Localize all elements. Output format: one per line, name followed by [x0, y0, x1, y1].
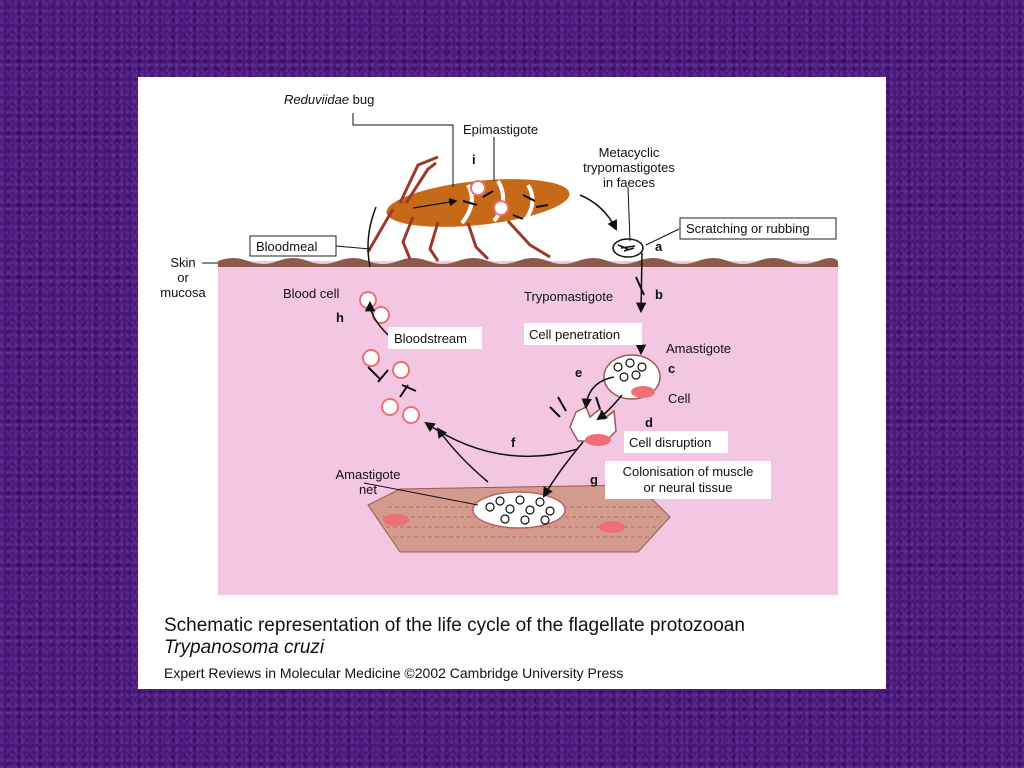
- caption-title: Schematic representation of the life cyc…: [164, 615, 745, 636]
- bug-label: Reduviidae bug: [284, 92, 374, 107]
- step-letter-a: a: [655, 239, 663, 254]
- amastigote-net-label-2: net: [359, 482, 377, 497]
- blood-cell-label: Blood cell: [283, 286, 339, 301]
- cell-penetration-box: [524, 323, 642, 345]
- metacyclic-label-2: trypomastigotes: [583, 160, 675, 175]
- slide-panel: Reduviidae bug Epimastigote Metacyclic t…: [138, 77, 886, 689]
- infected-cell: [603, 354, 661, 400]
- metacyclic-label-1: Metacyclic: [599, 145, 660, 160]
- step-letter-c: c: [668, 361, 675, 376]
- faeces-blob: [612, 238, 644, 258]
- life-cycle-diagram: Reduviidae bug Epimastigote Metacyclic t…: [160, 92, 838, 595]
- skin-label-1: Skin: [170, 255, 195, 270]
- step-letter-i: i: [472, 152, 476, 167]
- skin-label-2: or: [177, 270, 189, 285]
- step-letter-h: h: [336, 310, 344, 325]
- trypomastigote-label: Trypomastigote: [524, 289, 613, 304]
- step-letter-f: f: [511, 435, 516, 450]
- skin-surface: [218, 258, 838, 267]
- bug-suffix-text: bug: [349, 92, 374, 107]
- caption-species: Trypanosoma cruzi: [164, 637, 325, 658]
- skin-label-3: mucosa: [160, 285, 206, 300]
- cell-disruption-box: [624, 431, 728, 453]
- cell-penetration-label: Cell penetration: [529, 327, 620, 342]
- scratching-label: Scratching or rubbing: [686, 221, 810, 236]
- reduviidae-bug: [366, 155, 570, 262]
- caption-credit: Expert Reviews in Molecular Medicine ©20…: [164, 665, 624, 681]
- colonisation-label-2: or neural tissue: [644, 480, 733, 495]
- metacyclic-label-3: in faeces: [603, 175, 656, 190]
- amastigote-label: Amastigote: [666, 341, 731, 356]
- step-letter-b: b: [655, 287, 663, 302]
- amastigote-net-label-1: Amastigote: [335, 467, 400, 482]
- disrupted-cell: [549, 396, 617, 446]
- colonisation-box: [605, 461, 771, 499]
- bloodstream-cells: [359, 291, 420, 424]
- cell-disruption-label: Cell disruption: [629, 435, 711, 450]
- bug-genus-text: Reduviidae: [284, 92, 349, 107]
- epimastigote-label: Epimastigote: [463, 122, 538, 137]
- cell-label: Cell: [668, 391, 691, 406]
- bloodmeal-box: [249, 235, 337, 257]
- colonisation-label-1: Colonisation of muscle: [623, 464, 754, 479]
- step-letter-d: d: [645, 415, 653, 430]
- bloodmeal-label: Bloodmeal: [256, 239, 318, 254]
- muscle-fibre: [367, 484, 671, 553]
- figure-caption: Schematic representation of the life cyc…: [164, 615, 864, 681]
- bloodstream-label: Bloodstream: [394, 331, 467, 346]
- step-letter-g: g: [590, 472, 598, 487]
- step-letter-e: e: [575, 365, 582, 380]
- scratching-box: [679, 217, 837, 240]
- bloodstream-box: [388, 327, 482, 349]
